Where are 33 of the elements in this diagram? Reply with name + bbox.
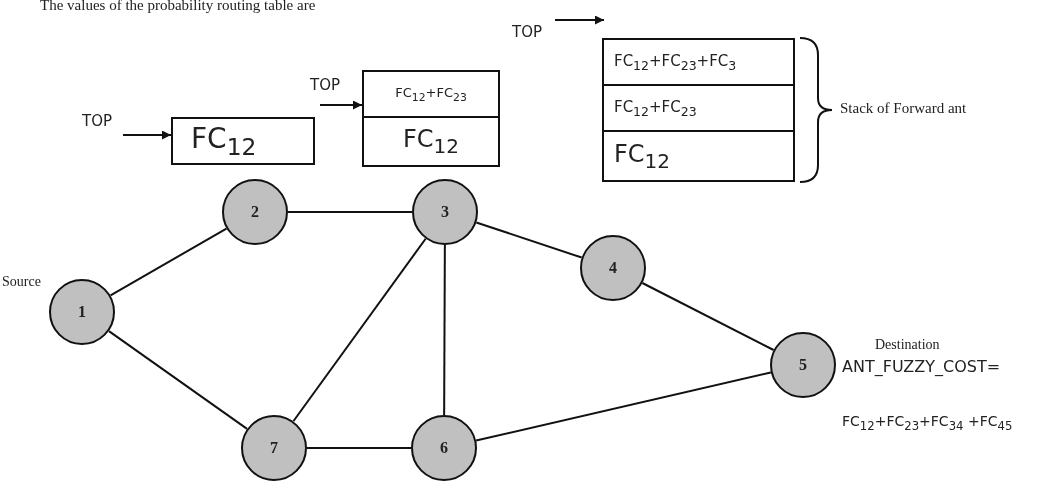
stack-cell: FC$_{12}$	[362, 116, 500, 167]
text-label: TOP	[310, 76, 340, 94]
link-line	[287, 211, 413, 213]
arrow	[319, 100, 363, 110]
arrow	[122, 130, 172, 140]
network-node: 4	[580, 235, 646, 301]
stack-cell: FC$_{12}$+FC$_{23}$	[602, 84, 795, 132]
link-line	[443, 244, 446, 416]
node-caption: Source	[2, 274, 41, 290]
node-caption: FC$_{12}$+FC$_{23}$+FC$_{34}$ +FC$_{45}$	[842, 413, 1013, 433]
link-line	[641, 282, 775, 351]
stack-cell: FC$_{12}$+FC$_{23}$+FC$_{3}$	[602, 38, 795, 86]
stack-cell: FC$_{12}$	[602, 130, 795, 182]
network-node: 3	[412, 179, 478, 245]
text-label: TOP	[512, 23, 542, 41]
link-line	[109, 227, 228, 297]
link-line	[475, 371, 772, 442]
stack-cell: FC$_{12}$	[171, 117, 315, 165]
link-line	[306, 447, 412, 449]
network-node: 2	[222, 179, 288, 245]
text-label: TOP	[82, 112, 112, 130]
body-text: The values of the probability routing table are	[40, 0, 316, 14]
network-node: 7	[241, 415, 307, 481]
stack-cell: FC$_{12}$+FC$_{23}$	[362, 70, 500, 118]
network-node: 6	[411, 415, 477, 481]
node-caption: ANT_FUZZY_COST=	[842, 357, 1001, 376]
link-line	[292, 237, 427, 423]
link-line	[107, 330, 249, 430]
node-caption: Destination	[875, 337, 940, 353]
link-line	[475, 221, 583, 259]
text-label: Stack of Forward ant	[840, 100, 967, 117]
network-node: 1	[49, 279, 115, 345]
network-node: 5	[770, 332, 836, 398]
